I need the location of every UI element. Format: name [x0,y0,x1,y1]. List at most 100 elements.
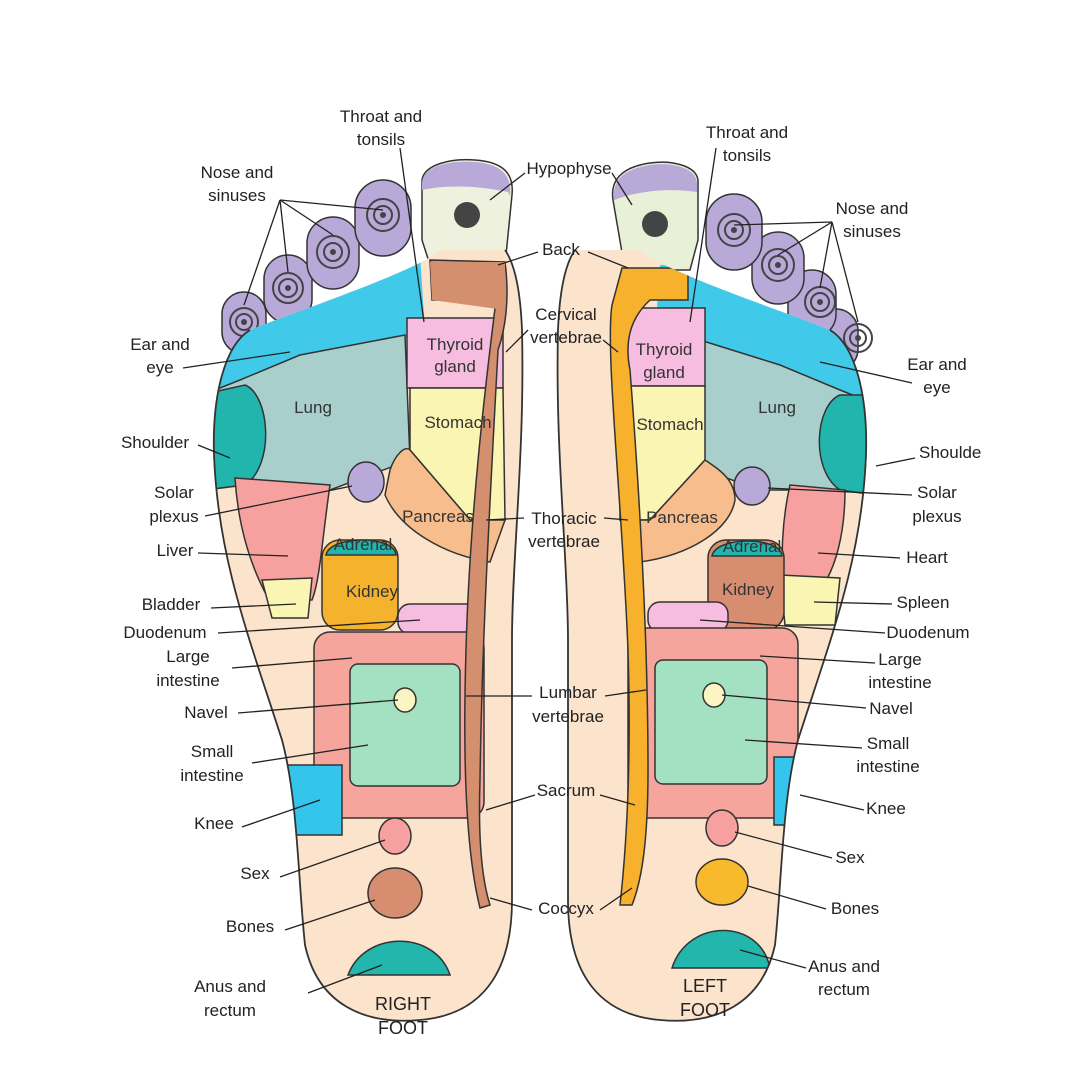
right-big-toe-tip [422,161,511,196]
right-navel-label: Navel [184,703,227,722]
right-shoulder-label: Shoulder [121,433,189,452]
sacrum-label: Sacrum [537,781,596,800]
right-foot-title-2: FOOT [378,1018,428,1038]
right-anus-label: Anus and [194,977,266,996]
left-spleen-label: Spleen [897,593,950,612]
right-callouts: Throat and tonsils Nose and sinuses Ear … [121,107,422,1020]
right-hypophyse-dot [454,202,480,228]
right-sole-outline [212,249,524,1022]
left-large-int-label-2: intestine [868,673,931,692]
right-back-zone [430,262,505,310]
left-sole-outline [556,249,868,1022]
right-pancreas-label: Pancreas [402,507,474,526]
left-ear-label: Ear and [907,355,967,374]
right-sex-label: Sex [240,864,270,883]
right-bladder-label: Bladder [142,595,201,614]
right-bones-zone [367,867,423,919]
left-navel-zone [702,682,726,708]
right-foot: Thyroid gland Stomach Lung Pancreas Adre… [212,158,524,1038]
left-shoulder-label: Shoulde [919,443,981,462]
left-zones [609,265,867,969]
right-shoulder-zone [213,384,267,491]
left-large-int-label: Large [878,650,921,669]
right-thyroid-label: Thyroid [427,335,484,354]
left-throat-label-2: tonsils [723,146,771,165]
left-ear-label-2: eye [923,378,950,397]
left-spleen-zone [779,574,841,626]
right-solar-label-2: plexus [149,507,198,526]
left-anus-label-2: rectum [818,980,870,999]
left-solar-label: Solar [917,483,957,502]
left-duodenum-label: Duodenum [886,623,969,642]
left-thyroid-zone [624,307,706,387]
right-knee-label: Knee [194,814,234,833]
right-lung-label: Lung [294,398,332,417]
left-anus-label: Anus and [808,957,880,976]
left-thyroid-label-2: gland [643,363,685,382]
left-callouts: Throat and tonsils Nose and sinuses Ear … [706,123,982,999]
left-pancreas-label: Pancreas [646,508,718,527]
right-thyroid-label-2: gland [434,357,476,376]
left-solar-label-2: plexus [912,507,961,526]
back-label: Back [542,240,580,259]
left-stomach-label: Stomach [636,415,703,434]
left-nose-label-2: sinuses [843,222,901,241]
left-toe-band [655,265,865,400]
left-sinus-spirals [717,213,873,353]
cervical-label-2: vertebrae [530,328,602,347]
right-zones [213,255,508,976]
right-ear-label: Ear and [130,335,190,354]
right-bones-label: Bones [226,917,274,936]
left-lung-label: Lung [758,398,796,417]
left-sex-label: Sex [835,848,865,867]
right-adrenal-label: Adrenal [334,535,393,554]
left-pancreas-zone [618,459,736,563]
thoracic-label-2: vertebrae [528,532,600,551]
right-spine-zone [429,259,508,909]
right-throat-label-2: tonsils [357,130,405,149]
left-adrenal-zone [711,540,783,557]
right-anus-zone [346,940,452,976]
right-duodenum-label: Duodenum [123,623,206,642]
left-foot-title-2: FOOT [680,1000,730,1020]
left-foot: Thyroid gland Stomach Lung Pancreas Adre… [556,161,873,1022]
right-sex-zone [378,817,412,855]
right-liver-label: Liver [157,541,194,560]
coccyx-label: Coccyx [538,899,594,918]
right-anus-label-2: rectum [204,1001,256,1020]
right-small-int-label: Small [191,742,234,761]
leader-lines [182,147,916,994]
left-anus-zone [670,929,771,969]
left-kidney-label: Kidney [722,580,774,599]
right-sinus-spirals [229,198,400,337]
right-throat-label: Throat and [340,107,422,126]
left-sex-zone [705,809,739,847]
lumbar-label: Lumbar [539,683,597,702]
left-adrenal-label: Adrenal [723,537,782,556]
right-solar-plexus-zone [347,461,385,503]
left-hypophyse-dot [642,211,668,237]
left-knee-label: Knee [866,799,906,818]
right-stomach-label: Stomach [424,413,491,432]
left-navel-label: Navel [869,699,912,718]
hypophyse-label: Hypophyse [526,159,611,178]
left-foot-title: LEFT [683,976,727,996]
right-toe-band [215,255,425,390]
left-thyroid-label: Thyroid [636,340,693,359]
right-kidney-label: Kidney [346,582,398,601]
left-bones-label: Bones [831,899,879,918]
left-bones-zone [695,858,749,906]
right-ear-label-2: eye [146,358,173,377]
left-nose-label: Nose and [836,199,909,218]
left-spine-zone [609,267,689,906]
left-heart-label: Heart [906,548,948,567]
right-small-int-label-2: intestine [180,766,243,785]
right-solar-label: Solar [154,483,194,502]
left-small-intestine-zone [654,659,768,785]
right-large-int-label: Large [166,647,209,666]
center-callouts: Hypophyse Back Cervical vertebrae Thorac… [526,159,611,918]
right-large-int-label-2: intestine [156,671,219,690]
cervical-label: Cervical [535,305,596,324]
